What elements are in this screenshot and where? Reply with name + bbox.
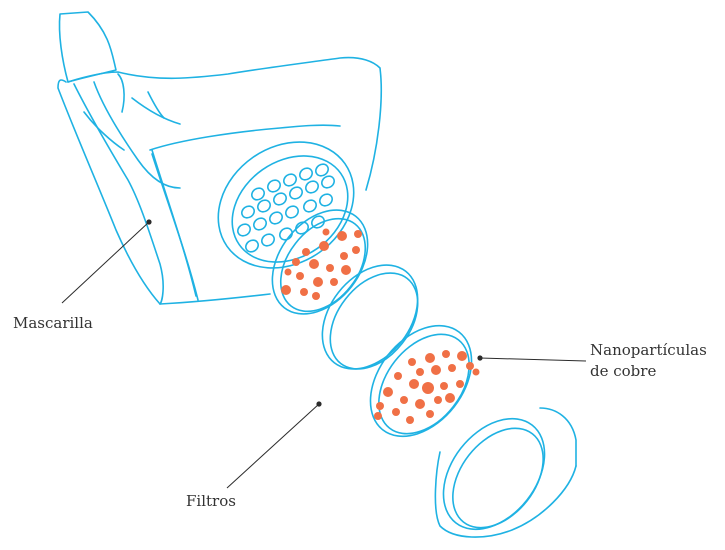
nanoparticle-dot	[406, 416, 414, 424]
nanoparticle-dot	[448, 364, 456, 372]
copper-nanoparticles-2	[374, 350, 480, 424]
nanoparticle-dot	[376, 402, 384, 410]
valve-hole	[260, 232, 277, 248]
nanoparticle-dot	[323, 229, 330, 236]
filter-2	[303, 247, 437, 388]
filters-label: Filtros	[186, 491, 236, 512]
nanoparticle-dot	[425, 353, 435, 363]
nanoparticle-dot	[312, 292, 320, 300]
nanoparticle-dot	[302, 248, 310, 256]
valve-hole	[268, 210, 285, 226]
nanoparticles-label-line2: de cobre	[590, 361, 707, 382]
valve-hole	[236, 222, 253, 238]
mask-body	[58, 12, 381, 304]
valve-hole	[298, 166, 315, 182]
nanoparticle-dot	[416, 368, 424, 376]
nano-leader-dot	[477, 355, 482, 360]
valve-hole	[266, 178, 283, 194]
valve-hole	[302, 198, 319, 214]
mask-leader-dot	[146, 219, 151, 224]
nanoparticle-dot	[300, 288, 308, 296]
nanoparticle-dot	[442, 350, 450, 358]
nanoparticle-dot	[340, 252, 348, 260]
nano-leader	[480, 358, 586, 361]
nanoparticle-dot	[445, 393, 455, 403]
nanoparticle-dot	[341, 265, 351, 275]
filters-leader-dot	[316, 401, 321, 406]
nanoparticle-dot	[434, 396, 442, 404]
filter-cap	[423, 399, 576, 548]
valve-hole	[282, 172, 299, 188]
nanoparticle-dot	[408, 358, 416, 366]
nanoparticle-dot	[426, 410, 434, 418]
valve-hole	[240, 204, 257, 220]
nanoparticle-dot	[440, 382, 448, 390]
nanoparticle-dot	[456, 380, 464, 388]
filters-leader	[227, 404, 319, 488]
valve-hole	[284, 204, 301, 220]
nanoparticle-dot	[400, 396, 408, 404]
nanoparticle-dot	[281, 285, 291, 295]
nanoparticle-dot	[415, 399, 425, 409]
valve-hole	[272, 191, 289, 207]
nanoparticle-dot	[352, 246, 360, 254]
nanoparticle-dot	[409, 379, 419, 389]
nanoparticle-dot	[354, 230, 362, 238]
nanoparticle-dot	[394, 372, 402, 380]
nanoparticle-dot	[473, 369, 480, 376]
valve-hole	[288, 185, 305, 201]
valve-hole	[318, 192, 335, 208]
nanoparticle-dot	[296, 272, 304, 280]
nanoparticles-label-line1: Nanopartículas	[590, 340, 707, 361]
nanoparticle-dot	[319, 241, 329, 251]
nanoparticle-dot	[392, 408, 400, 416]
mask-label: Mascarilla	[13, 313, 93, 334]
valve-hole	[304, 179, 321, 195]
nanoparticle-dot	[431, 365, 441, 375]
nanoparticle-dot	[313, 277, 323, 287]
leader-lines	[62, 222, 586, 488]
nanoparticles-label: Nanopartículas de cobre	[590, 340, 707, 382]
nanoparticle-dot	[374, 412, 382, 420]
nanoparticle-dot	[466, 362, 474, 370]
nanoparticle-dot	[422, 382, 434, 394]
mask-leader	[62, 222, 149, 303]
nanoparticle-dot	[285, 269, 292, 276]
nanoparticle-dot	[383, 387, 393, 397]
filter-3	[350, 306, 493, 455]
nanoparticle-dot	[326, 264, 334, 272]
valve-hole	[252, 216, 269, 232]
mask-valve	[194, 116, 378, 294]
nanoparticle-dot	[292, 258, 300, 266]
nanoparticle-dot	[457, 351, 467, 361]
nanoparticle-dot	[337, 231, 347, 241]
nanoparticle-dot	[309, 259, 319, 269]
nanoparticle-dot	[330, 278, 338, 286]
